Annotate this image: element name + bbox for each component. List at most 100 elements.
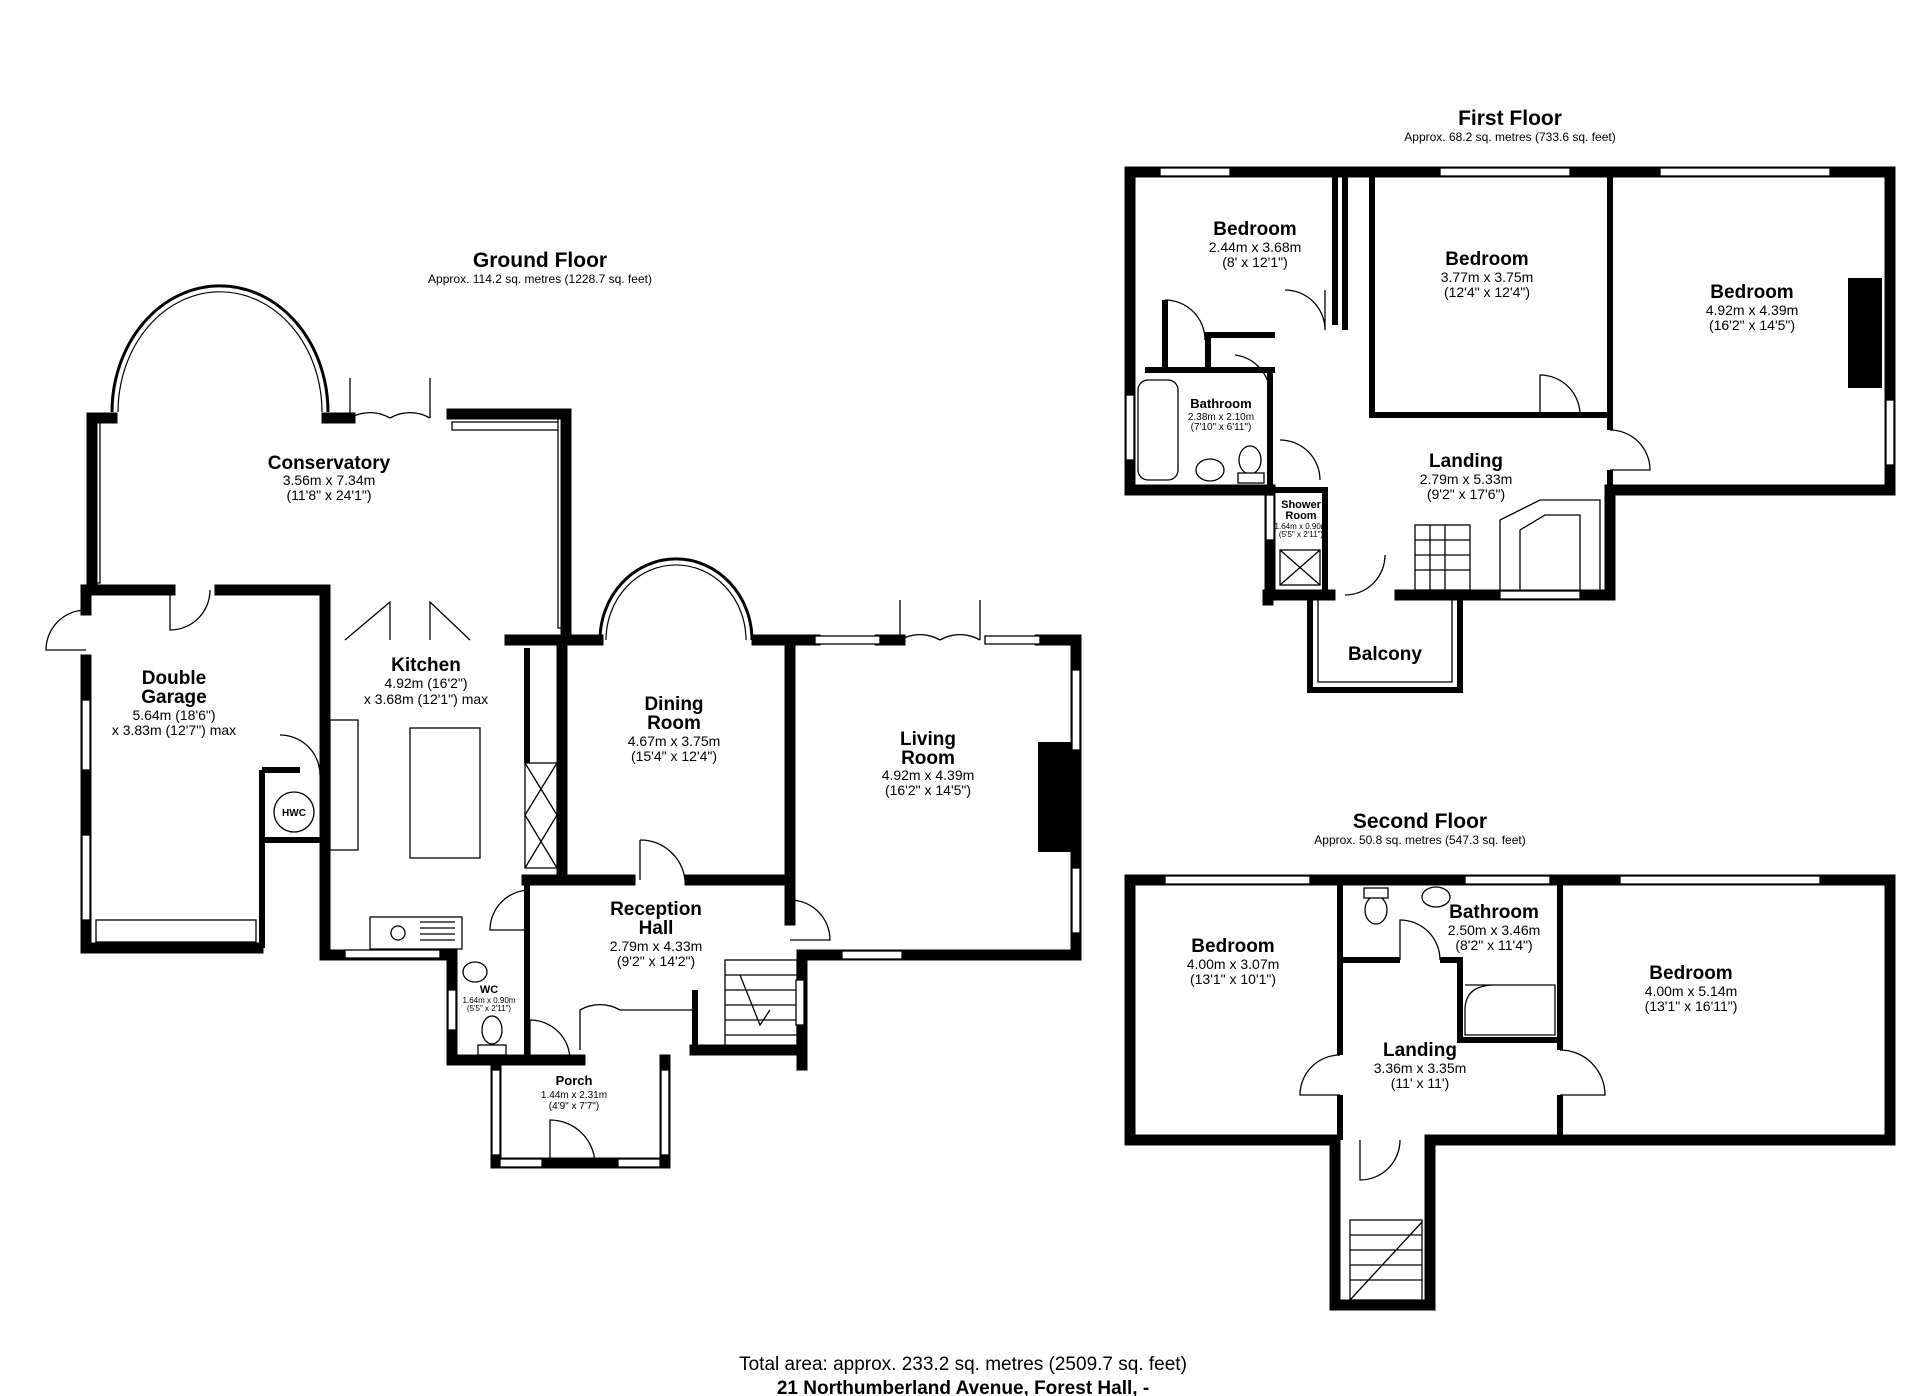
- sf-landing-dims-imperial: (11' x 11'): [1391, 1075, 1450, 1091]
- conservatory-dims: 3.56m x 7.34m: [283, 472, 376, 488]
- door-swing: [1234, 354, 1271, 396]
- ff-bedroom1-dims-imperial: (8' x 12'1"): [1222, 254, 1288, 270]
- wc-cistern: [477, 1044, 507, 1056]
- ff-bedroom3-dims: 4.92m x 4.39m: [1706, 302, 1799, 318]
- shower-walls: [1270, 487, 1328, 590]
- reception-door-swing: [789, 899, 831, 941]
- garage-side-door: [45, 609, 87, 651]
- ff-bathroom-dims: 2.38m x 2.10m: [1188, 412, 1254, 423]
- bathroom-walls: [1205, 335, 1275, 490]
- bedroom-window: [1619, 875, 1821, 885]
- living-window: [841, 950, 903, 960]
- living-name-line2: Room: [901, 748, 955, 769]
- living-window: [984, 635, 1041, 645]
- garage-name-line1: Double: [142, 668, 206, 689]
- reception-window: [795, 979, 805, 1026]
- bedroom-window: [1659, 167, 1831, 177]
- ff-bedroom2-name: Bedroom: [1445, 249, 1528, 270]
- sf-bathroom-walls: [1340, 957, 1560, 1043]
- living-fireplace: [1038, 742, 1072, 852]
- wardrobe: [1332, 172, 1348, 330]
- living-dims: 4.92m x 4.39m: [882, 767, 975, 783]
- dining-bay: [598, 557, 754, 641]
- winding-stairs: [1499, 499, 1601, 590]
- reception-dims-imperial: (9'2" x 14'2"): [617, 953, 695, 969]
- door-swing: [1539, 374, 1581, 416]
- ff-shower-dims: 1.64m x 0.90m: [1275, 522, 1328, 531]
- kitchen-island: [409, 727, 481, 859]
- bedroom-chimney: [1848, 278, 1882, 388]
- porch-dims: 1.44m x 2.31m: [541, 1090, 607, 1101]
- sink-drainer: [420, 921, 455, 941]
- second-floor-plan: Second Floor Approx. 50.8 sq. metres (54…: [1124, 810, 1896, 1311]
- bedroom-window: [1439, 167, 1571, 177]
- bedroom-window: [1159, 167, 1231, 177]
- balcony-rail: [1317, 595, 1453, 683]
- ff-bedroom3-dims-imperial: (16'2" x 14'5"): [1709, 317, 1795, 333]
- ff-landing-dims-imperial: (9'2" x 17'6"): [1427, 486, 1505, 502]
- ff-landing-dims: 2.79m x 5.33m: [1420, 471, 1513, 487]
- door-swing: [1299, 1054, 1341, 1096]
- balcony-door: [1344, 554, 1386, 596]
- door-swing: [1359, 1139, 1401, 1181]
- wc-toilet: [481, 1015, 503, 1045]
- ff-landing-name: Landing: [1429, 451, 1503, 472]
- reception-stair-treads: [725, 974, 797, 1036]
- first-floor-stairs: [1414, 524, 1471, 591]
- stair-treads: [1415, 525, 1470, 590]
- reception-partitions: [524, 880, 698, 1060]
- sf-bedroom1-dims: 4.00m x 3.07m: [1187, 956, 1280, 972]
- hwc-cylinder: [273, 791, 315, 833]
- sf-bedroom1-name: Bedroom: [1191, 936, 1274, 957]
- dining-dims-imperial: (15'4" x 12'4"): [631, 748, 717, 764]
- door-swing: [1284, 289, 1326, 331]
- sf-bedroom1-dims-imperial: (13'1" x 10'1"): [1190, 971, 1276, 987]
- conservatory-french-doors: [349, 378, 431, 419]
- porch-name: Porch: [556, 1073, 593, 1088]
- kitchen-dims-line1: 4.92m (16'2"): [384, 675, 467, 691]
- total-area: Total area: approx. 233.2 sq. metres (25…: [739, 1354, 1187, 1375]
- ff-bedroom3-name: Bedroom: [1710, 282, 1793, 303]
- hwc-cupboard: [259, 767, 325, 948]
- sf-landing-dims: 3.36m x 3.35m: [1374, 1060, 1467, 1076]
- ff-bathroom-dims-imperial: (7'10" x 6'11"): [1191, 422, 1252, 433]
- ground-floor-title: Ground Floor: [473, 249, 607, 272]
- sf-bathroom-name: Bathroom: [1449, 902, 1539, 923]
- ground-floor-area: Approx. 114.2 sq. metres (1228.7 sq. fee…: [428, 272, 652, 286]
- dining-bay: [605, 564, 747, 641]
- sf-toilet: [1364, 895, 1388, 925]
- reception-dims: 2.79m x 4.33m: [610, 938, 703, 954]
- garage-walls: [80, 584, 331, 954]
- conservatory-wall: [446, 408, 572, 636]
- sf-bathroom-dims-imperial: (8'2" x 11'4"): [1455, 937, 1532, 953]
- sf-bath: [1464, 984, 1556, 1036]
- first-floor-title: First Floor: [1458, 107, 1562, 130]
- kitchen-dims-line2: x 3.68m (12'1") max: [364, 691, 488, 707]
- garage-dims-line2: x 3.83m (12'7") max: [112, 722, 236, 738]
- bath: [1137, 379, 1179, 481]
- ff-bedroom1-name: Bedroom: [1213, 219, 1296, 240]
- porch-inner-door: [529, 1019, 571, 1061]
- living-walls: [784, 634, 1082, 1071]
- balcony-rail: [1307, 595, 1463, 693]
- garage-door-swing: [169, 589, 211, 631]
- living-window: [1071, 669, 1081, 751]
- second-floor-outer-walls: [1124, 874, 1896, 1311]
- bedroom-partitions: [1369, 172, 1613, 418]
- sf-landing-name: Landing: [1383, 1040, 1457, 1061]
- bathroom-window: [1125, 394, 1135, 461]
- first-floor-area: Approx. 68.2 sq. metres (733.6 sq. feet): [1404, 130, 1615, 144]
- kitchen-sliding-door: [524, 762, 558, 869]
- porch-dims-imperial: (4'9" x 7'7"): [549, 1101, 599, 1112]
- sf-stair-treads: [1349, 1221, 1423, 1301]
- sf-basin: [1421, 886, 1451, 908]
- kitchen-counter: [329, 719, 359, 851]
- ff-bedroom1-dims: 2.44m x 3.68m: [1209, 239, 1302, 255]
- garage-door: [95, 919, 257, 943]
- conservatory-dims-imperial: (11'8" x 24'1"): [286, 487, 371, 503]
- second-floor-title: Second Floor: [1353, 810, 1487, 833]
- wc-window: [447, 989, 457, 1031]
- ff-balcony-name: Balcony: [1348, 644, 1422, 665]
- living-name-line1: Living: [900, 729, 956, 750]
